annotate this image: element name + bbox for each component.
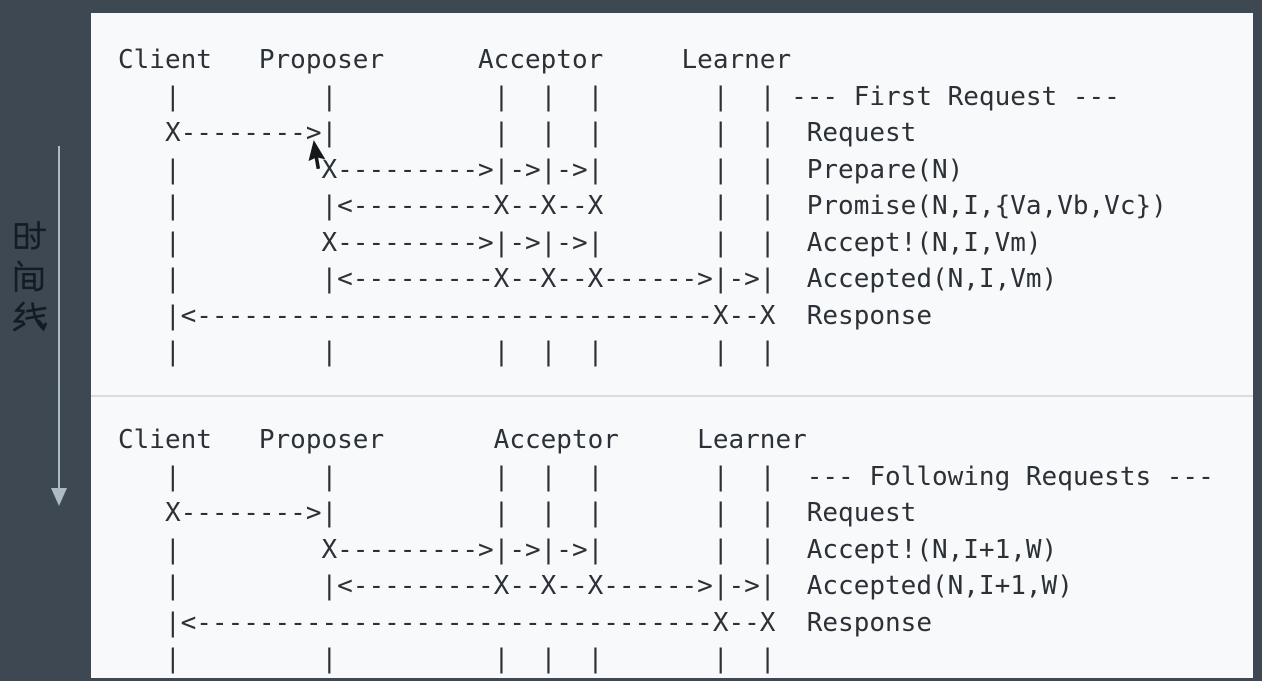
timeline-arrow-line — [58, 146, 60, 490]
timeline-label: 时间线 — [10, 219, 48, 344]
panel-following-requests: Client Proposer Acceptor Learner | | | |… — [91, 397, 1253, 678]
panel-divider — [91, 395, 1253, 397]
timeline-arrowhead-icon — [51, 488, 67, 506]
hanzi-xian-glyph — [12, 301, 48, 332]
panel-first-request: Client Proposer Acceptor Learner | | | |… — [91, 13, 1253, 395]
mouse-cursor-icon — [307, 138, 327, 170]
ascii-diagram-following-requests: Client Proposer Acceptor Learner | | | |… — [118, 425, 1214, 674]
hanzi-shi-glyph — [14, 221, 46, 250]
hanzi-jian-glyph — [14, 260, 44, 292]
ascii-diagram-first-request: Client Proposer Acceptor Learner | | | |… — [118, 45, 1167, 367]
timeline-down-arrow — [51, 146, 67, 506]
